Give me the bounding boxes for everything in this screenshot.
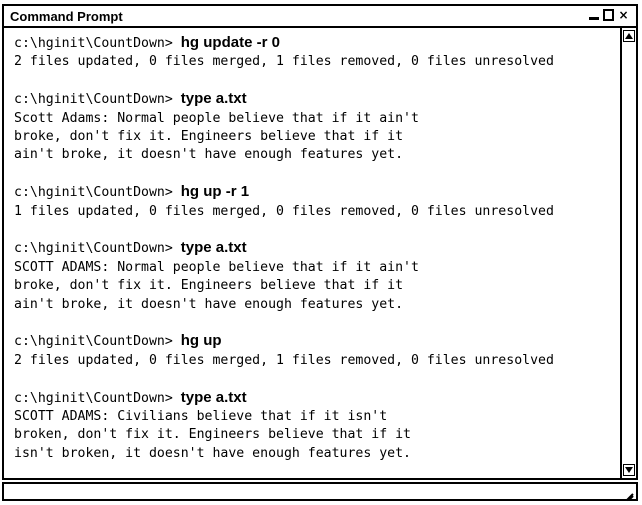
command-text: hg update -r 0 — [180, 34, 280, 51]
window-title: Command Prompt — [10, 9, 123, 24]
prompt-line: c:\hginit\CountDown> hg up -r 1 — [14, 183, 610, 202]
scroll-down-arrow-icon — [625, 467, 633, 473]
minimize-icon — [588, 16, 599, 20]
prompt-text: c:\hginit\CountDown> — [14, 36, 173, 51]
command-text: hg up -r 1 — [180, 183, 250, 201]
command-text: hg up — [180, 332, 222, 350]
output-line: SCOTT ADAMS: Civilians believe that if i… — [14, 409, 388, 425]
output-line: 2 files updated, 0 files merged, 1 files… — [14, 54, 554, 70]
scroll-up-button[interactable] — [623, 30, 635, 42]
output-line: broken, don't fix it. Engineers believe … — [14, 427, 411, 443]
close-button[interactable]: × — [617, 8, 630, 22]
prompt-line: c:\hginit\CountDown> type a.txt — [14, 90, 610, 109]
command-text: type a.txt — [180, 388, 247, 406]
resize-grip-icon[interactable] — [621, 486, 634, 502]
output-line: broke, don't fix it. Engineers believe t… — [14, 278, 404, 294]
output-line: isn't broken, it doesn't have enough fea… — [14, 445, 411, 461]
command-text: type a.txt — [180, 239, 247, 257]
scroll-down-button[interactable] — [623, 464, 635, 476]
prompt-text: c:\hginit\CountDown> — [14, 390, 173, 406]
command-text: type a.txt — [180, 90, 247, 108]
output-line: broke, don't fix it. Engineers believe t… — [14, 129, 404, 145]
prompt-text: c:\hginit\CountDown> — [14, 241, 173, 257]
output-line: 2 files updated, 0 files merged, 1 files… — [14, 352, 554, 368]
output-line: Scott Adams: Normal people believe that … — [14, 110, 419, 126]
status-bar — [2, 482, 638, 502]
prompt-line: c:\hginit\CountDown> type a.txt — [14, 239, 610, 258]
prompt-line: c:\hginit\CountDown> hg up — [14, 332, 610, 351]
command-prompt-window: Command Prompt × c:\hginit\CountDown> hg… — [2, 4, 638, 480]
prompt-text: c:\hginit\CountDown> — [14, 185, 173, 201]
scroll-up-arrow-icon — [625, 33, 633, 39]
output-line: SCOTT ADAMS: Normal people believe that … — [14, 259, 419, 275]
close-icon: × — [618, 8, 629, 22]
prompt-text: c:\hginit\CountDown> — [14, 92, 173, 108]
prompt-line: c:\hginit\CountDown> hg update -r 0 — [14, 34, 610, 53]
output-line: ain't broke, it doesn't have enough feat… — [14, 147, 404, 163]
minimize-button[interactable] — [587, 8, 600, 22]
prompt-text: c:\hginit\CountDown> — [14, 334, 173, 350]
prompt-line: c:\hginit\CountDown> type a.txt — [14, 389, 610, 408]
output-line: 1 files updated, 0 files merged, 0 files… — [14, 203, 554, 219]
title-bar[interactable]: Command Prompt × — [4, 6, 636, 28]
vertical-scrollbar[interactable] — [620, 28, 636, 478]
output-line: ain't broke, it doesn't have enough feat… — [14, 296, 404, 312]
maximize-button[interactable] — [602, 8, 615, 22]
maximize-icon — [603, 9, 614, 21]
window-controls: × — [587, 8, 630, 22]
